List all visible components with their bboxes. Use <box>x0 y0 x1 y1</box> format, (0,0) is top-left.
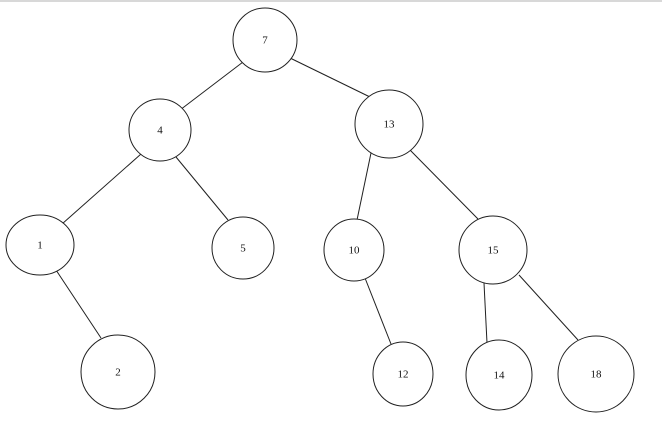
tree-node-15[interactable]: 15 <box>458 215 528 285</box>
tree-node-10[interactable]: 10 <box>323 218 385 282</box>
tree-node-13[interactable]: 13 <box>354 89 424 159</box>
tree-node-5[interactable]: 5 <box>211 216 275 280</box>
node-label-4: 4 <box>157 125 163 137</box>
tree-edge-n4-n1 <box>61 153 142 225</box>
tree-node-7[interactable]: 7 <box>232 7 298 73</box>
tree-edge-n15-n18 <box>518 274 579 341</box>
node-circle-10 <box>323 218 385 282</box>
node-label-10: 10 <box>349 245 361 257</box>
node-label-7: 7 <box>262 35 268 47</box>
tree-node-2[interactable]: 2 <box>80 334 156 410</box>
node-label-18: 18 <box>591 369 603 381</box>
tree-edge-n13-n15 <box>409 149 479 220</box>
node-label-1: 1 <box>37 240 43 252</box>
tree-edge-n7-n4 <box>179 61 244 111</box>
node-circle-2 <box>80 334 156 410</box>
tree-node-12[interactable]: 12 <box>372 341 434 407</box>
node-circle-7 <box>232 7 298 73</box>
node-circle-14 <box>465 339 533 411</box>
node-label-15: 15 <box>488 245 500 257</box>
top-divider <box>0 0 662 2</box>
node-circle-13 <box>354 89 424 159</box>
tree-node-18[interactable]: 18 <box>557 335 635 413</box>
tree-edge-n15-n14 <box>483 282 488 344</box>
tree-node-1[interactable]: 1 <box>5 214 75 276</box>
node-label-12: 12 <box>398 369 409 381</box>
node-label-5: 5 <box>240 243 246 255</box>
node-circle-18 <box>557 335 635 413</box>
tree-edge-n7-n13 <box>287 56 371 98</box>
tree-edge-n1-n2 <box>55 269 102 339</box>
node-circle-12 <box>372 341 434 407</box>
node-label-13: 13 <box>384 119 396 131</box>
tree-node-14[interactable]: 14 <box>465 339 533 411</box>
tree-node-4[interactable]: 4 <box>128 98 192 162</box>
tree-edge-n4-n5 <box>175 156 229 221</box>
tree-edge-n13-n10 <box>356 152 372 221</box>
node-label-14: 14 <box>494 370 506 382</box>
edge-layer <box>55 56 579 345</box>
node-circle-15 <box>458 215 528 285</box>
node-circle-5 <box>211 216 275 280</box>
node-label-2: 2 <box>115 367 121 379</box>
tree-edge-n10-n12 <box>364 277 392 345</box>
node-circle-1 <box>5 214 75 276</box>
node-circle-4 <box>128 98 192 162</box>
